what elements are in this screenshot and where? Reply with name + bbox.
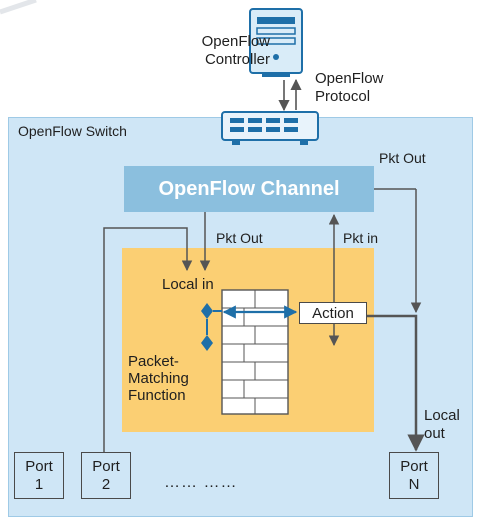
action-box: Action xyxy=(299,302,367,324)
openflow-channel: OpenFlow Channel xyxy=(124,166,374,212)
controller-label: OpenFlow Controller xyxy=(160,33,270,69)
switch-device-icon xyxy=(221,111,319,145)
packet-matching-line1: Packet- xyxy=(128,353,179,370)
local-out-line1: Local xyxy=(424,407,460,424)
port-2: Port 2 xyxy=(81,452,131,499)
port-1: Port 1 xyxy=(14,452,64,499)
controller-label-line2: Controller xyxy=(204,51,270,68)
protocol-label: OpenFlow Protocol xyxy=(315,70,383,106)
protocol-label-line1: OpenFlow xyxy=(315,70,384,87)
port-2-line1: Port xyxy=(92,457,120,475)
local-out-line2: out xyxy=(424,425,445,442)
flow-table xyxy=(221,289,289,415)
port-n-line1: Port xyxy=(400,457,428,475)
local-out-line xyxy=(367,314,425,452)
ports-ellipsis: …… …… xyxy=(164,474,238,491)
decorative-arc xyxy=(0,0,37,15)
switch-label: OpenFlow Switch xyxy=(18,123,127,139)
port-n-line2: N xyxy=(408,475,420,493)
protocol-label-line2: Protocol xyxy=(315,88,371,105)
local-in-label: Local in xyxy=(162,276,214,293)
packet-matching-label: Packet- Matching Function xyxy=(128,353,189,404)
port-2-line2: 2 xyxy=(101,475,111,493)
port2-to-local-in-line xyxy=(103,227,193,452)
port-n: Port N xyxy=(389,452,439,499)
port-1-line1: Port xyxy=(25,457,53,475)
local-out-label: Local out xyxy=(424,407,460,443)
packet-matching-line2: Matching xyxy=(128,370,189,387)
pkt-out-top-label: Pkt Out xyxy=(379,150,426,166)
packet-matching-line3: Function xyxy=(128,387,186,404)
pkt-out-mid-label: Pkt Out xyxy=(216,230,263,246)
server-icon xyxy=(249,8,303,77)
diamond-connector-icon xyxy=(201,303,222,351)
port-1-line2: 1 xyxy=(34,475,44,493)
controller-label-line1: OpenFlow xyxy=(201,33,270,50)
pkt-in-label: Pkt in xyxy=(343,230,379,246)
